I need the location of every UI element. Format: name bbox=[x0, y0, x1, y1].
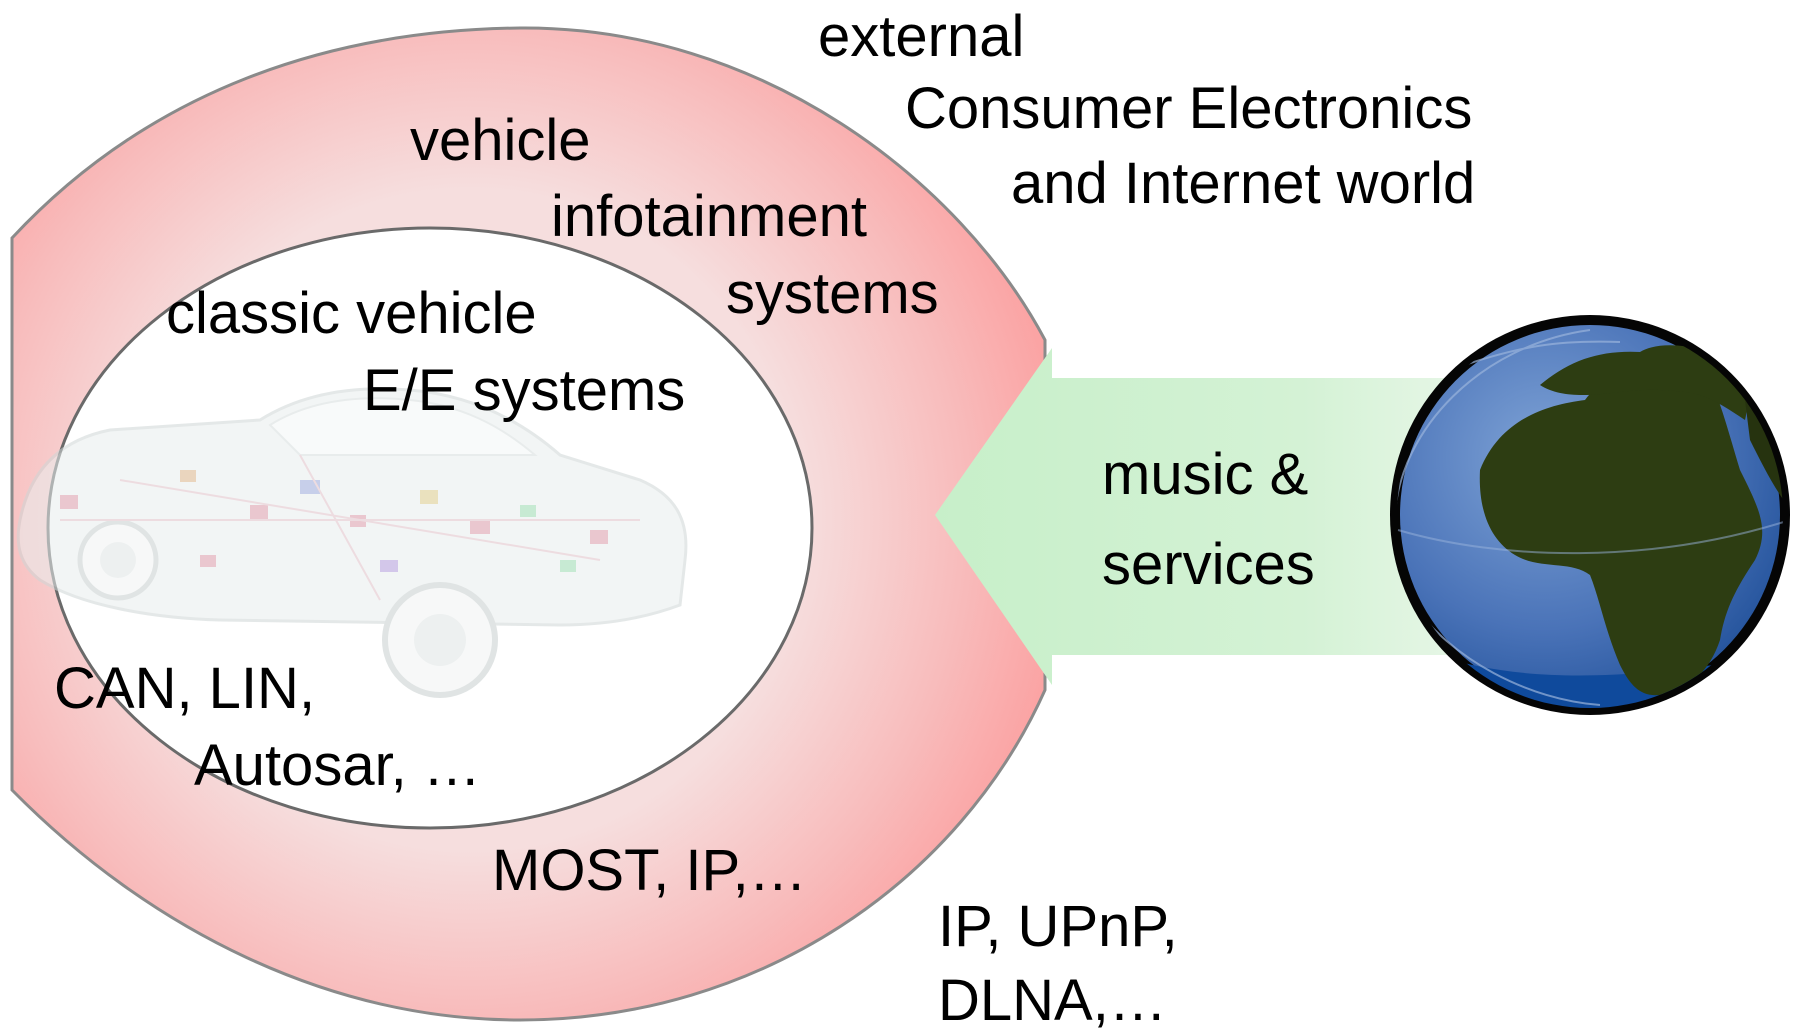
external-line-1: Consumer Electronics bbox=[905, 76, 1473, 141]
infotainment-protocols: MOST, IP,… bbox=[492, 838, 807, 903]
arrow-line-2: services bbox=[1102, 532, 1315, 597]
globe-icon bbox=[1390, 315, 1790, 715]
external-protocols-line-1: IP, UPnP, bbox=[938, 894, 1178, 959]
services-arrow bbox=[935, 348, 1460, 685]
infotainment-line-3: systems bbox=[726, 261, 939, 326]
classic-protocols-line-2: Autosar, … bbox=[194, 733, 481, 798]
external-heading: external bbox=[818, 4, 1025, 69]
external-line-2: and Internet world bbox=[1011, 151, 1476, 216]
external-protocols-line-2: DLNA,… bbox=[938, 968, 1167, 1033]
classic-line-1: classic vehicle bbox=[166, 281, 537, 346]
infotainment-line-1: vehicle bbox=[410, 108, 591, 173]
car-illustration bbox=[16, 387, 688, 698]
infotainment-line-2: infotainment bbox=[551, 184, 867, 249]
classic-line-2: E/E systems bbox=[363, 358, 686, 423]
arrow-line-1: music & bbox=[1102, 442, 1309, 507]
classic-protocols-line-1: CAN, LIN, bbox=[54, 656, 316, 721]
